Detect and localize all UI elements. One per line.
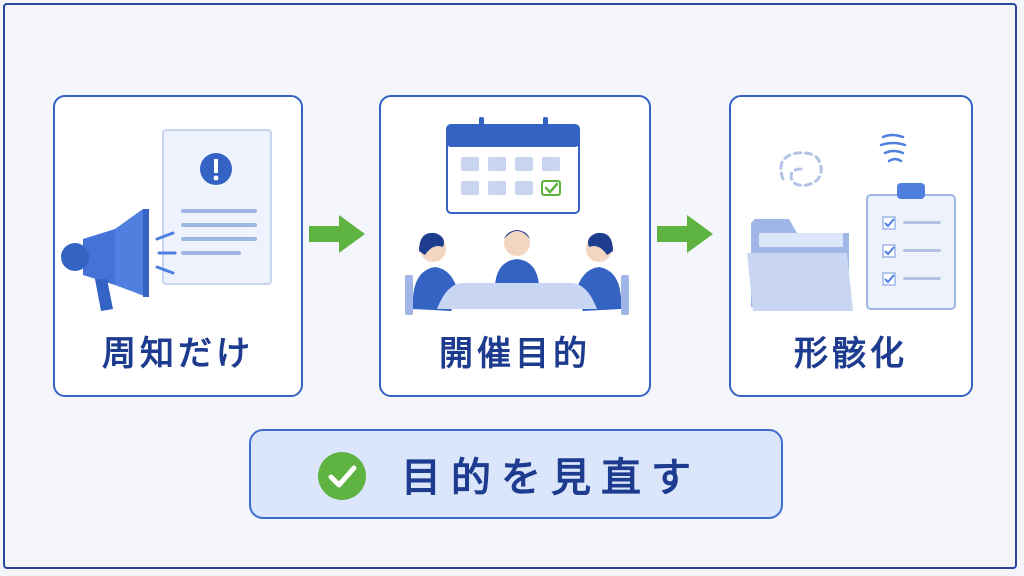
step-label: 開催目的 [439, 334, 591, 374]
diagram-frame: 周知だけ [3, 3, 1017, 569]
check-circle-icon [318, 452, 366, 500]
arrow-right-icon [309, 215, 365, 253]
conclusion-banner: 目的を見直す [249, 429, 783, 519]
arrow-right-icon [657, 215, 713, 253]
step-card-notice-only: 周知だけ [53, 95, 303, 397]
conclusion-label: 目的を見直す [401, 455, 701, 501]
megaphone-notice-icon [61, 129, 272, 311]
step-label: 形骸化 [794, 334, 908, 374]
step-label: 周知だけ [102, 334, 254, 374]
step-card-formality: 形骸化 [729, 95, 973, 397]
step-card-meeting-purpose: 開催目的 [379, 95, 651, 397]
folder-checklist-icon [747, 133, 956, 311]
calendar-meeting-icon [405, 117, 629, 315]
